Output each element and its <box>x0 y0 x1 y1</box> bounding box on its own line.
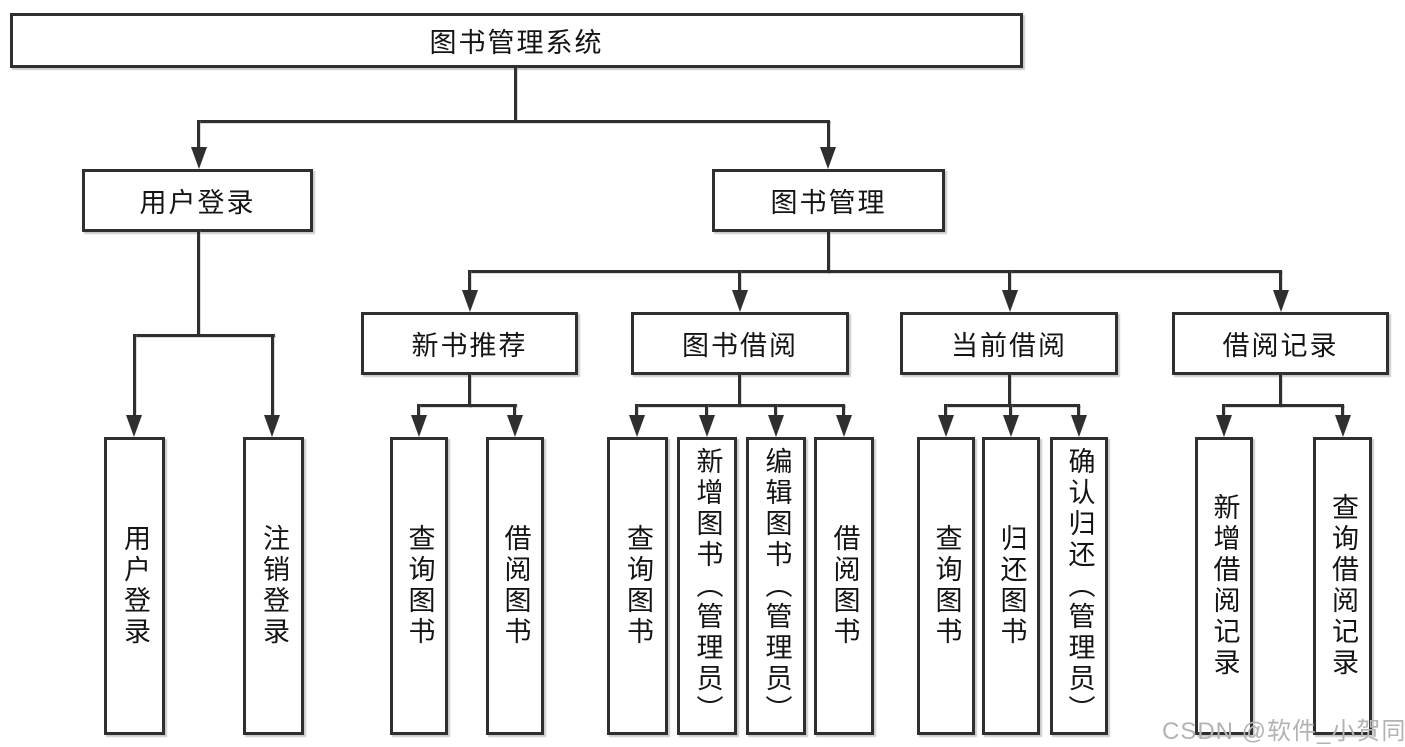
connector-current-borrow-drop-3 <box>1077 404 1080 422</box>
leaf-label: 查询图书 <box>623 524 653 648</box>
node-current-borrow: 当前借阅 <box>900 312 1118 375</box>
connector-user-login-trunk <box>197 230 200 336</box>
arrow-down-icon <box>836 415 852 437</box>
connector-book-borrow-bar <box>635 404 845 407</box>
connector-new-book-bar <box>417 404 517 407</box>
leaf-label: 借阅图书 <box>829 524 860 648</box>
arrow-down-icon <box>507 415 523 437</box>
arrow-down-icon <box>191 147 207 169</box>
node-label: 图书借阅 <box>682 331 798 361</box>
connector-level3-drop-3 <box>1008 270 1011 295</box>
connector-level3-drop-2 <box>738 270 741 295</box>
leaf-label: 借阅图书 <box>500 524 531 648</box>
connector-current-borrow-drop-2 <box>1009 404 1012 422</box>
node-label: 当前借阅 <box>951 331 1067 361</box>
leaf-label: 用户登录 <box>120 524 150 648</box>
node-label: 借阅记录 <box>1222 331 1339 361</box>
connector-borrow-records-trunk <box>1279 373 1282 407</box>
node-user-login: 用户登录 <box>82 169 313 232</box>
arrow-down-icon <box>1071 415 1087 437</box>
node-label: 用户登录 <box>139 188 256 218</box>
leaf-query-books-current: 查询图书 <box>917 437 975 735</box>
connector-level3-drop-4 <box>1279 270 1282 295</box>
csdn-watermark: CSDN @软件_小贺同学 <box>1162 718 1405 745</box>
arrow-down-icon <box>1002 290 1018 312</box>
connector-level3-drop-1 <box>468 270 471 295</box>
arrow-down-icon <box>820 147 836 169</box>
arrow-down-icon <box>938 415 954 437</box>
node-new-book-recommend: 新书推荐 <box>361 312 578 375</box>
connector-user-login-drop-2 <box>271 334 274 422</box>
leaf-label: 确认归还（管理员） <box>1064 446 1095 726</box>
leaf-query-books-borrow: 查询图书 <box>607 437 668 735</box>
connector-new-book-trunk <box>468 373 471 407</box>
leaf-label: 查询图书 <box>931 524 962 648</box>
arrow-down-icon <box>629 415 645 437</box>
node-book-borrow: 图书借阅 <box>631 312 849 375</box>
connector-book-borrow-drop-4 <box>842 404 845 422</box>
node-borrow-records: 借阅记录 <box>1172 312 1389 375</box>
arrow-down-icon <box>768 415 784 437</box>
leaf-edit-book-admin: 编辑图书（管理员） <box>746 437 806 735</box>
leaf-return-books: 归还图书 <box>982 437 1040 735</box>
node-label: 新书推荐 <box>411 331 528 361</box>
arrow-down-icon <box>1273 290 1289 312</box>
connector-borrow-records-drop-2 <box>1341 404 1344 422</box>
arrow-down-icon <box>411 415 427 437</box>
connector-book-borrow-trunk <box>738 373 741 407</box>
leaf-query-books-recommend: 查询图书 <box>390 437 448 735</box>
node-library-management-system: 图书管理系统 <box>10 13 1023 68</box>
connector-book-borrow-drop-1 <box>635 404 638 422</box>
connector-user-login-drop-1 <box>133 334 136 422</box>
arrow-down-icon <box>1216 415 1232 437</box>
leaf-label: 编辑图书（管理员） <box>761 446 792 726</box>
leaf-add-borrow-record: 新增借阅记录 <box>1195 437 1253 735</box>
leaf-label: 归还图书 <box>996 524 1027 648</box>
connector-current-borrow-bar <box>944 404 1080 407</box>
connector-user-login-bar <box>133 334 275 337</box>
leaf-label: 查询借阅记录 <box>1328 493 1358 679</box>
leaf-label: 查询图书 <box>404 524 435 648</box>
connector-level2-bar <box>198 120 830 123</box>
arrow-down-icon <box>462 290 478 312</box>
connector-level2-drop-right <box>827 120 830 152</box>
arrow-down-icon <box>699 415 715 437</box>
connector-borrow-records-drop-1 <box>1222 404 1225 422</box>
node-label: 图书管理 <box>770 188 887 218</box>
leaf-user-login: 用户登录 <box>104 437 165 735</box>
arrow-down-icon <box>264 415 280 437</box>
connector-current-borrow-drop-1 <box>944 404 947 422</box>
leaf-label: 注销登录 <box>259 524 289 648</box>
leaf-borrow-books: 借阅图书 <box>814 437 874 735</box>
connector-new-book-drop-2 <box>513 404 516 422</box>
arrow-down-icon <box>126 415 142 437</box>
connector-book-borrow-drop-3 <box>774 404 777 422</box>
connector-book-mgmt-trunk <box>827 230 830 273</box>
leaf-label: 新增借阅记录 <box>1209 493 1240 679</box>
arrow-down-icon <box>1003 415 1019 437</box>
leaf-add-book-admin: 新增图书（管理员） <box>677 437 737 735</box>
leaf-label: 新增图书（管理员） <box>692 446 723 726</box>
node-book-management: 图书管理 <box>712 169 945 232</box>
connector-level3-bar <box>468 270 1282 273</box>
connector-new-book-drop-1 <box>417 404 420 422</box>
leaf-borrow-books-recommend: 借阅图书 <box>486 437 544 735</box>
leaf-confirm-return-admin: 确认归还（管理员） <box>1050 437 1108 735</box>
leaf-query-borrow-record: 查询借阅记录 <box>1313 437 1372 735</box>
connector-borrow-records-bar <box>1222 404 1344 407</box>
connector-root-trunk <box>514 66 517 122</box>
arrow-down-icon <box>1335 415 1351 437</box>
connector-book-borrow-drop-2 <box>705 404 708 422</box>
node-label: 图书管理系统 <box>429 28 604 58</box>
arrow-down-icon <box>732 290 748 312</box>
connector-level2-drop-left <box>197 120 200 152</box>
leaf-logout: 注销登录 <box>243 437 304 735</box>
connector-current-borrow-trunk <box>1008 373 1011 407</box>
